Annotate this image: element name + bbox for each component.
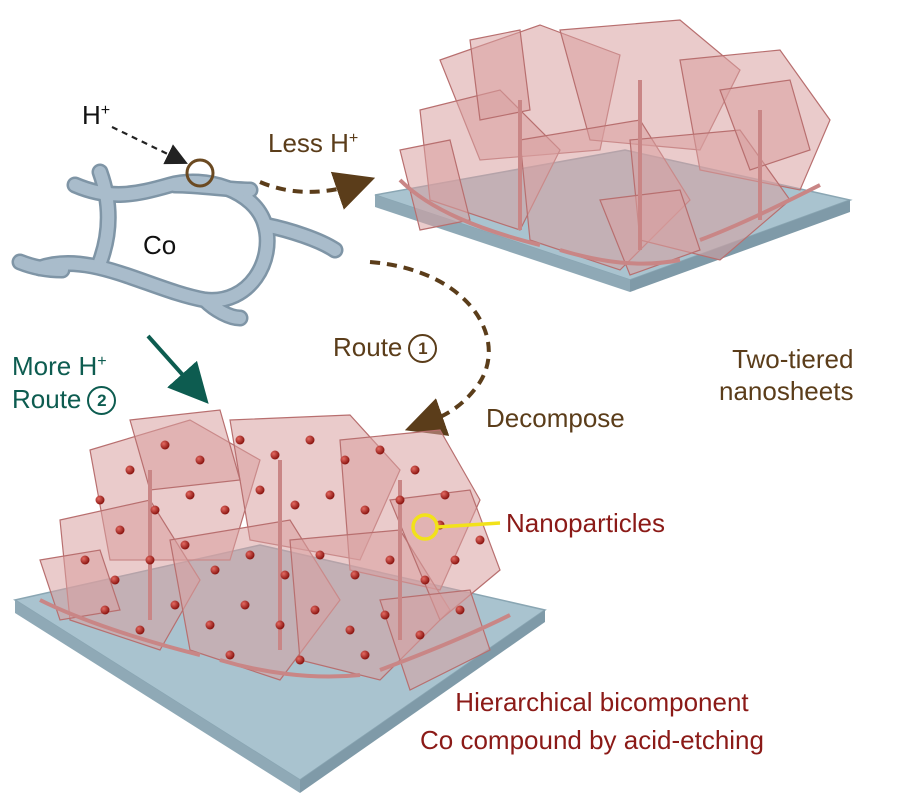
more-h-sup: + bbox=[97, 352, 107, 371]
label-less-h: Less H+ bbox=[268, 130, 358, 156]
h-plus-arrow bbox=[111, 126, 188, 165]
label-co: Co bbox=[143, 232, 176, 258]
co-framework bbox=[11, 158, 344, 327]
label-nanoparticles: Nanoparticles bbox=[506, 510, 665, 536]
route2-number: 2 bbox=[87, 386, 117, 415]
two-tiered-line1: Two-tiered bbox=[732, 344, 854, 374]
two-tiered-line2: nanosheets bbox=[719, 376, 854, 406]
decompose-text: Decompose bbox=[486, 403, 625, 433]
h-plus-text: H bbox=[82, 100, 101, 130]
nanoparticles-text: Nanoparticles bbox=[506, 508, 665, 538]
route1-arrow bbox=[369, 260, 491, 436]
label-hierarchical: Hierarchical bicomponent Co compound by … bbox=[420, 683, 764, 759]
route2-arrow bbox=[146, 334, 209, 404]
co-text: Co bbox=[143, 230, 177, 260]
route1-text: Route bbox=[333, 332, 403, 362]
hierarchical-structure bbox=[13, 409, 547, 793]
less-h-arrow bbox=[259, 171, 376, 210]
less-h-text: Less H bbox=[268, 128, 349, 158]
more-h-text: More H bbox=[12, 351, 98, 381]
nanoparticle-leader-line bbox=[436, 521, 501, 529]
less-h-sup: + bbox=[348, 129, 359, 148]
hierarchical-line1: Hierarchical bicomponent bbox=[455, 687, 749, 717]
label-decompose: Decompose bbox=[486, 405, 625, 431]
route2-text: Route bbox=[12, 384, 82, 414]
route1-number: 1 bbox=[408, 334, 438, 363]
h-plus-sup: + bbox=[100, 101, 111, 120]
two-tiered-nanosheets-structure bbox=[374, 19, 853, 292]
hierarchical-line2: Co compound by acid-etching bbox=[420, 725, 764, 755]
label-h-plus: H+ bbox=[82, 102, 110, 128]
label-two-tiered: Two-tiered nanosheets bbox=[719, 343, 854, 407]
